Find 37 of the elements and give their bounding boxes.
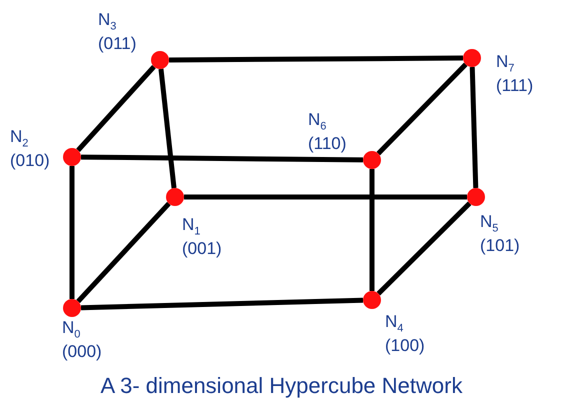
connector-line (80, 154, 364, 162)
caption: A 3- dimensional Hypercube Network (100, 373, 464, 399)
binary-address: (001) (182, 239, 222, 259)
node-name: N$_{5}$ (480, 212, 498, 236)
node-dot (467, 188, 485, 206)
binary-address: (101) (480, 236, 520, 256)
connector-line (376, 62, 468, 156)
connector-line (184, 194, 467, 200)
connector-line (76, 64, 156, 152)
node-name: N$_{1}$ (182, 215, 200, 240)
node-name: N$_{7}$ (496, 52, 514, 76)
binary-address: (000) (62, 342, 102, 362)
binary-address: (111) (496, 76, 534, 96)
connector-line (76, 202, 171, 304)
node-dot (166, 188, 184, 206)
node-dot (463, 49, 481, 67)
connector-line (370, 169, 374, 291)
node-dot (63, 299, 81, 317)
binary-address: (011) (98, 34, 136, 54)
connector-line (70, 166, 74, 299)
connector-line (158, 68, 176, 188)
connector-line (80, 298, 364, 310)
binary-address: (110) (308, 134, 346, 154)
connector-line (470, 66, 478, 188)
node-name: N$_{6}$ (308, 110, 326, 134)
node-name: N$_{2}$ (10, 127, 28, 152)
node-dot (151, 51, 169, 69)
node-dot (363, 151, 381, 169)
binary-address: (100) (385, 336, 425, 356)
connector-line (168, 56, 464, 62)
node-dot (363, 291, 381, 309)
binary-address: (010) (10, 151, 50, 171)
node-name: N$_{4}$ (385, 312, 404, 336)
node-name: N$_{3}$ (98, 10, 116, 34)
node-name: N$_{0}$ (62, 318, 80, 342)
connector-line (376, 202, 472, 296)
node-dot (63, 148, 81, 166)
